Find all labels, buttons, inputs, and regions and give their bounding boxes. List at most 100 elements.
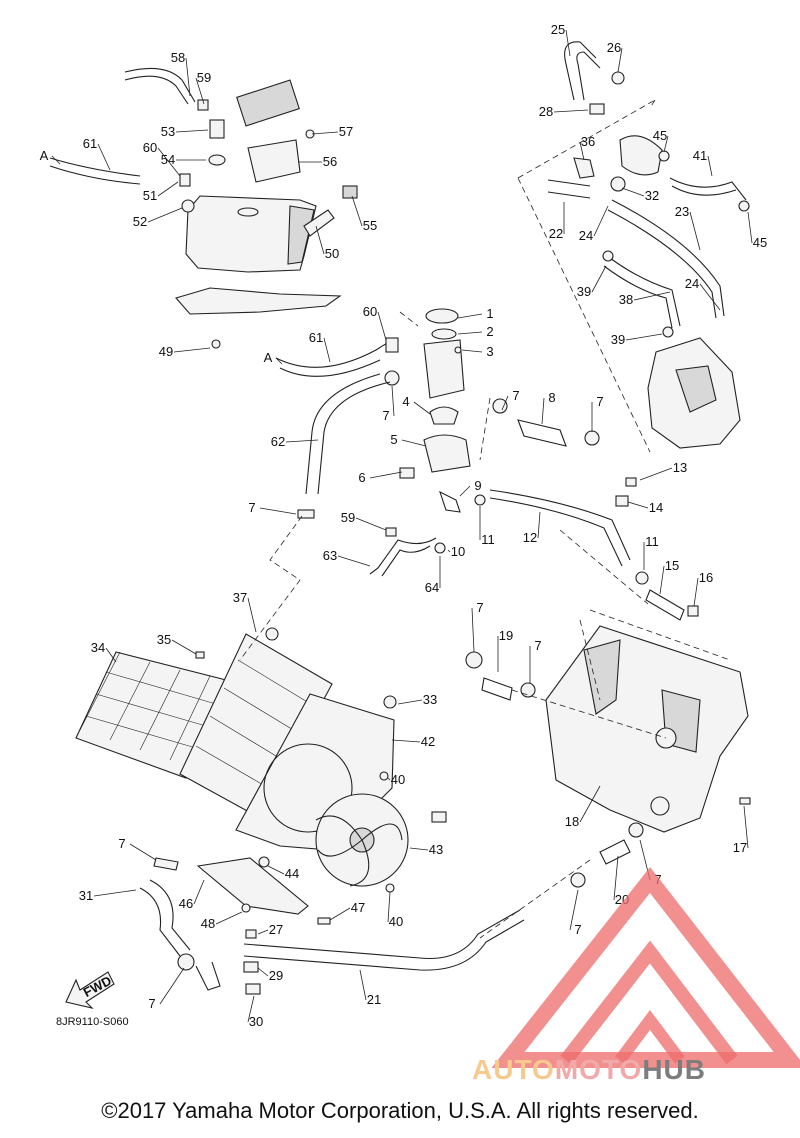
bracket-46 xyxy=(196,857,309,915)
clamp-7-g xyxy=(465,651,483,669)
callout-label: 23 xyxy=(675,204,689,219)
callout-leader-line xyxy=(185,57,191,97)
callout-label: A xyxy=(264,350,273,365)
callout-label: 43 xyxy=(429,842,443,857)
water-pump-group xyxy=(517,41,750,453)
fan-connector xyxy=(431,811,447,823)
callout-leader-line xyxy=(625,333,663,341)
callout-leader-line xyxy=(569,889,579,931)
callout-leader-line xyxy=(129,843,157,861)
tank-guard xyxy=(175,287,342,315)
filler-neck xyxy=(423,339,465,399)
callout-leader-line xyxy=(311,131,339,135)
callout-leader-line xyxy=(541,397,545,425)
callout-label: 16 xyxy=(699,570,713,585)
callout-label: 45 xyxy=(653,128,667,143)
automotohub-logo xyxy=(491,867,800,1068)
callout-label: 24 xyxy=(579,228,593,243)
bolt-27 xyxy=(245,929,257,939)
callout-leader-line xyxy=(633,291,671,301)
callout-label: 52 xyxy=(133,214,147,229)
callout-label: 59 xyxy=(341,510,355,525)
callout-label: 60 xyxy=(143,140,157,155)
callout-label: 19 xyxy=(499,628,513,643)
callout-leader-line xyxy=(157,181,179,197)
wordmark-hub: HUB xyxy=(642,1054,706,1085)
callout-leader-line xyxy=(387,777,391,781)
callout-label: 50 xyxy=(325,246,339,261)
clamp-16 xyxy=(687,605,699,617)
fwd-arrow: FWD xyxy=(65,971,115,1009)
hose-9 xyxy=(439,490,461,513)
callout-leader-line xyxy=(157,147,181,177)
callout-label: 51 xyxy=(143,188,157,203)
clamp-7-a xyxy=(384,370,400,386)
diagram-code: 8JR9110-S060 xyxy=(56,1016,129,1028)
callout-label: 27 xyxy=(269,922,283,937)
callout-label: 7 xyxy=(596,394,603,409)
callout-leader-line xyxy=(617,47,623,73)
sensor-6 xyxy=(399,467,415,479)
callout-leader-line xyxy=(747,211,753,244)
callout-leader-line xyxy=(565,29,571,57)
fitting-36 xyxy=(573,157,595,179)
bolt-35 xyxy=(195,651,205,659)
clamp-11-b xyxy=(635,571,649,585)
radiator-frame-18 xyxy=(545,625,749,833)
gasket-2 xyxy=(431,328,457,340)
callout-label: 53 xyxy=(161,124,175,139)
callout-leader-line xyxy=(387,891,391,923)
clamp-30 xyxy=(245,983,261,995)
reservoir-tank-group xyxy=(49,67,358,349)
reservoir-tank xyxy=(185,195,317,273)
callout-label: 7 xyxy=(512,388,519,403)
bracket-29 xyxy=(243,961,259,973)
callout-leader-line xyxy=(259,507,297,515)
callout-label: 59 xyxy=(197,70,211,85)
callout-label: 39 xyxy=(611,332,625,347)
wordmark-moto: MOTO xyxy=(554,1054,643,1085)
callout-label: 61 xyxy=(83,136,97,151)
callout-label: 11 xyxy=(645,534,659,549)
bracket-56 xyxy=(247,139,301,183)
bolt-40-b xyxy=(385,883,395,893)
callout-leader-line xyxy=(693,577,699,607)
radiator-cap-1 xyxy=(425,308,459,324)
fitting-60-top xyxy=(179,173,191,187)
callout-leader-line xyxy=(579,785,601,823)
bolt-49 xyxy=(211,339,221,349)
wordmark-auto: AUTO xyxy=(472,1054,555,1085)
callout-leader-line xyxy=(461,349,483,353)
callout-leader-line xyxy=(401,439,427,447)
thermostat-housing-5 xyxy=(423,434,471,473)
callout-label: 1 xyxy=(486,306,493,321)
clamp-45-b xyxy=(738,200,750,212)
callout-label: 32 xyxy=(645,188,659,203)
grommet-33 xyxy=(383,695,397,709)
callout-leader-line xyxy=(377,311,387,341)
callout-label: 14 xyxy=(649,500,663,515)
callout-label: 64 xyxy=(425,580,439,595)
callout-label: 7 xyxy=(118,836,125,851)
callout-label: 10 xyxy=(451,544,465,559)
callout-leader-line xyxy=(359,969,367,1001)
callout-leader-line xyxy=(579,141,585,161)
grommet-52 xyxy=(181,199,195,213)
hose-60-61 xyxy=(275,339,393,377)
callout-label: 58 xyxy=(171,50,185,65)
callout-leader-line xyxy=(447,549,451,553)
callout-leader-line xyxy=(471,607,475,653)
callout-leader-line xyxy=(391,385,395,417)
callout-leader-line xyxy=(663,135,669,153)
callout-leader-line xyxy=(175,129,209,133)
bolt-40-a xyxy=(379,771,389,781)
callout-label: 61 xyxy=(309,330,323,345)
fitting-60 xyxy=(385,337,399,353)
fwd-label: FWD xyxy=(81,973,114,1000)
callout-leader-line xyxy=(315,225,325,255)
callout-leader-line xyxy=(743,805,749,849)
callout-label: 57 xyxy=(339,124,353,139)
clamp-59-mid xyxy=(385,527,397,537)
callout-label: 39 xyxy=(577,284,591,299)
callout-label: 33 xyxy=(423,692,437,707)
